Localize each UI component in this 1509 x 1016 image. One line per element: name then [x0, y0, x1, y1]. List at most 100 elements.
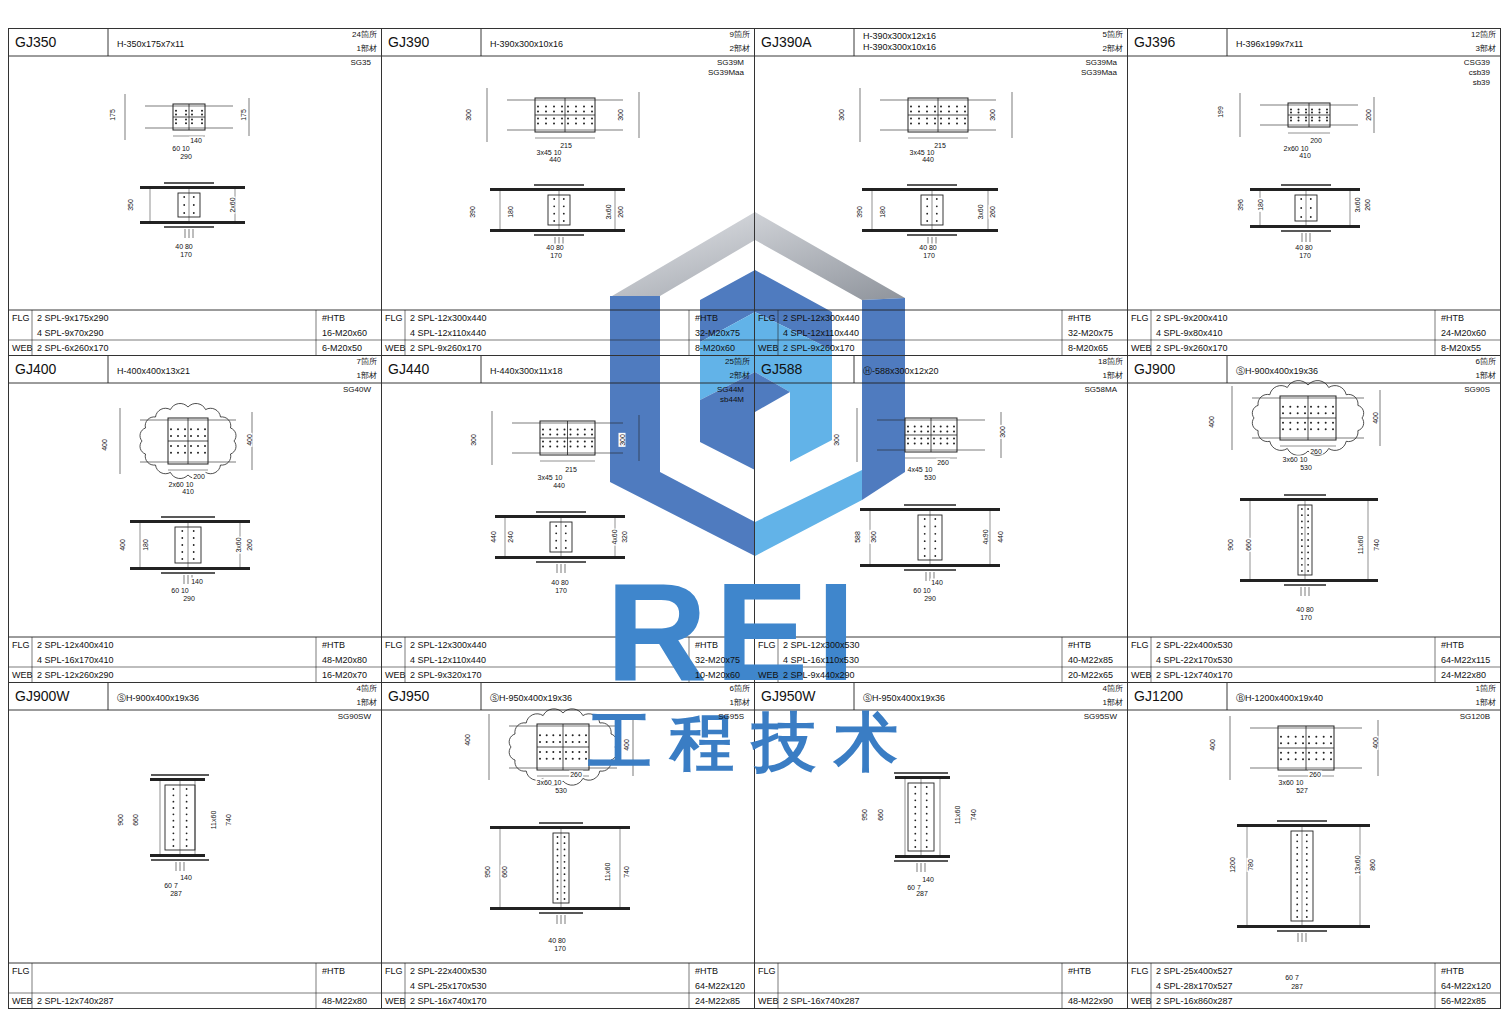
- bolt-dot: [583, 122, 585, 124]
- leader-line: [565, 915, 566, 924]
- bolt-dot: [567, 122, 569, 124]
- table-line: [316, 963, 317, 1008]
- section-size: ⓈH-950x400x19x36: [490, 693, 572, 704]
- bolt-dot: [553, 106, 555, 108]
- bolt-dot: [964, 110, 966, 112]
- bolt-head: #HTB: [322, 640, 345, 651]
- drawing-line: [151, 774, 209, 776]
- plate-spec: 4 SPL-12x110x440: [410, 655, 486, 666]
- bolt-dot: [584, 429, 586, 431]
- dimension: 170: [554, 587, 568, 594]
- bolt-dot: [1330, 742, 1332, 744]
- bolt-head: #HTB: [695, 640, 718, 651]
- bolt-dot: [186, 839, 188, 841]
- table-line: [8, 993, 381, 994]
- bolt-dot: [948, 118, 950, 120]
- bolt-dot: [173, 813, 175, 815]
- dimension: 290: [923, 595, 937, 602]
- member-id: GJ390: [388, 34, 429, 51]
- dimension: 170: [179, 251, 193, 258]
- bolt-dot: [1308, 742, 1310, 744]
- bolt-dot: [1306, 910, 1308, 912]
- bolt-dot: [173, 839, 175, 841]
- bolt-dot: [914, 786, 916, 788]
- bolt-dot: [914, 438, 916, 440]
- beam-flange: [1240, 579, 1378, 582]
- bolt-dot: [1280, 736, 1282, 738]
- bolt-dot: [1289, 428, 1291, 430]
- bolt-dot: [564, 836, 566, 838]
- bolt-dot: [1296, 916, 1298, 918]
- dimension: 400: [1372, 736, 1379, 750]
- bolt-dot: [549, 441, 551, 443]
- bolt-spec: 32-M20x75: [695, 655, 740, 666]
- bolt-dot: [926, 213, 928, 215]
- table-line: [1227, 355, 1228, 383]
- bolt-dot: [1332, 406, 1334, 408]
- bolt-spec: 48-M22x80: [322, 996, 367, 1007]
- bolt-dot: [1306, 840, 1308, 842]
- joint-panel: GJ900ⓈH-900x400x19x366箇所1部材SG90SFLG2 SPL…: [1127, 355, 1501, 683]
- bolt-dot: [190, 445, 192, 447]
- bolt-dot: [933, 430, 935, 432]
- bolt-dot: [186, 813, 188, 815]
- bolt-dot: [567, 118, 569, 120]
- drawing-line: [1277, 930, 1327, 932]
- bolt-dot: [585, 741, 587, 743]
- dimension: 287: [915, 890, 929, 897]
- bolt-dot: [1301, 570, 1303, 572]
- dimension: 660: [877, 808, 884, 822]
- dimension-line: [535, 138, 595, 139]
- bolt-dot: [591, 122, 593, 124]
- dimension: 3x45 10: [909, 149, 936, 156]
- dimension: 1200: [1229, 856, 1236, 874]
- drawing-line: [188, 523, 189, 567]
- bolt-dot: [914, 426, 916, 428]
- bolt-dot: [920, 430, 922, 432]
- plate-spec: 2 SPL-9x320x170: [410, 670, 482, 681]
- bolt-dot: [940, 438, 942, 440]
- drawing-line: [932, 191, 933, 229]
- bolt-dot: [1315, 758, 1317, 760]
- bolt-dot: [926, 839, 928, 841]
- table-head: FLG: [385, 313, 403, 324]
- table-line: [8, 310, 381, 311]
- drawing-line: [539, 912, 583, 914]
- dimension: 3x60 10: [1278, 779, 1305, 786]
- bolt-dot: [1301, 514, 1303, 516]
- bolt-dot: [186, 845, 188, 847]
- bolt-dot: [545, 118, 547, 120]
- bolt-dot: [565, 547, 567, 549]
- bolt-dot: [1306, 834, 1308, 836]
- bolt-dot: [173, 845, 175, 847]
- bolt-dot: [552, 741, 554, 743]
- bolt-dot: [1305, 116, 1307, 118]
- bolt-dot: [542, 441, 544, 443]
- table-line: [8, 710, 381, 711]
- bolt-dot: [583, 106, 585, 108]
- dimension: 40 80: [545, 244, 565, 251]
- bolt-dot: [193, 212, 195, 214]
- bolt-head: #HTB: [322, 966, 345, 977]
- bolt-dot: [956, 106, 958, 108]
- bolt-dot: [1296, 859, 1298, 861]
- member-count: 1部材: [357, 698, 377, 708]
- part-code: sb39: [1473, 78, 1490, 88]
- member-count: 3部材: [1476, 44, 1496, 54]
- part-code: SG90SW: [338, 712, 371, 722]
- dimension: 4x45 10: [907, 466, 934, 473]
- bolt-dot: [564, 849, 566, 851]
- beam-flange: [150, 854, 205, 857]
- leader-line: [185, 229, 186, 238]
- dimension-line: [639, 92, 640, 138]
- table-line: [381, 963, 754, 964]
- bolt-dot: [1306, 853, 1308, 855]
- bolt-dot: [175, 110, 177, 112]
- bolt-dot: [545, 110, 547, 112]
- drawing-line: [894, 860, 948, 862]
- table-line: [854, 355, 855, 383]
- beam-flange: [490, 907, 630, 910]
- dimension: 40 80: [174, 243, 194, 250]
- bolt-dot: [1306, 866, 1308, 868]
- dimension: 60 7: [163, 882, 179, 889]
